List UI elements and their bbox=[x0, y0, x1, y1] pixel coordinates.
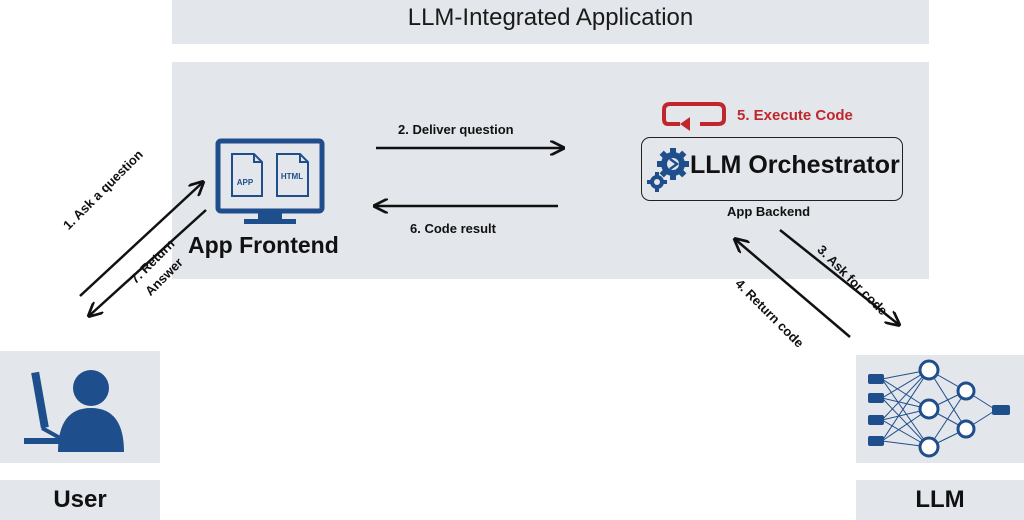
user-label: User bbox=[53, 486, 107, 513]
backend-label: App Backend bbox=[727, 204, 811, 219]
gears-icon bbox=[647, 148, 689, 192]
app-doc-text: APP bbox=[237, 178, 254, 187]
neural-network-icon bbox=[868, 359, 1010, 458]
ask-for-code-arrow bbox=[779, 229, 898, 324]
monitor-icon bbox=[215, 138, 325, 224]
deliver-question-label: 2. Deliver question bbox=[398, 122, 514, 137]
frontend-label: App Frontend bbox=[188, 232, 339, 258]
llm-label: LLM bbox=[915, 486, 965, 513]
execute-code-label: 5. Execute Code bbox=[737, 107, 853, 124]
return-answer-arrow bbox=[90, 209, 207, 315]
orchestrator-label: LLM Orchestrator bbox=[690, 151, 900, 179]
loop-arrow-icon bbox=[662, 102, 726, 131]
user-at-computer-icon bbox=[24, 370, 124, 452]
code-result-label: 6. Code result bbox=[410, 221, 496, 236]
orchestrator-box: LLM Orchestrator bbox=[641, 137, 903, 201]
diagram-title: LLM-Integrated Application bbox=[407, 4, 694, 31]
return-code-arrow bbox=[736, 240, 851, 338]
html-doc-text: HTML bbox=[281, 172, 303, 181]
ask-question-arrow bbox=[79, 183, 202, 297]
title-banner: LLM-Integrated Application bbox=[172, 0, 929, 44]
